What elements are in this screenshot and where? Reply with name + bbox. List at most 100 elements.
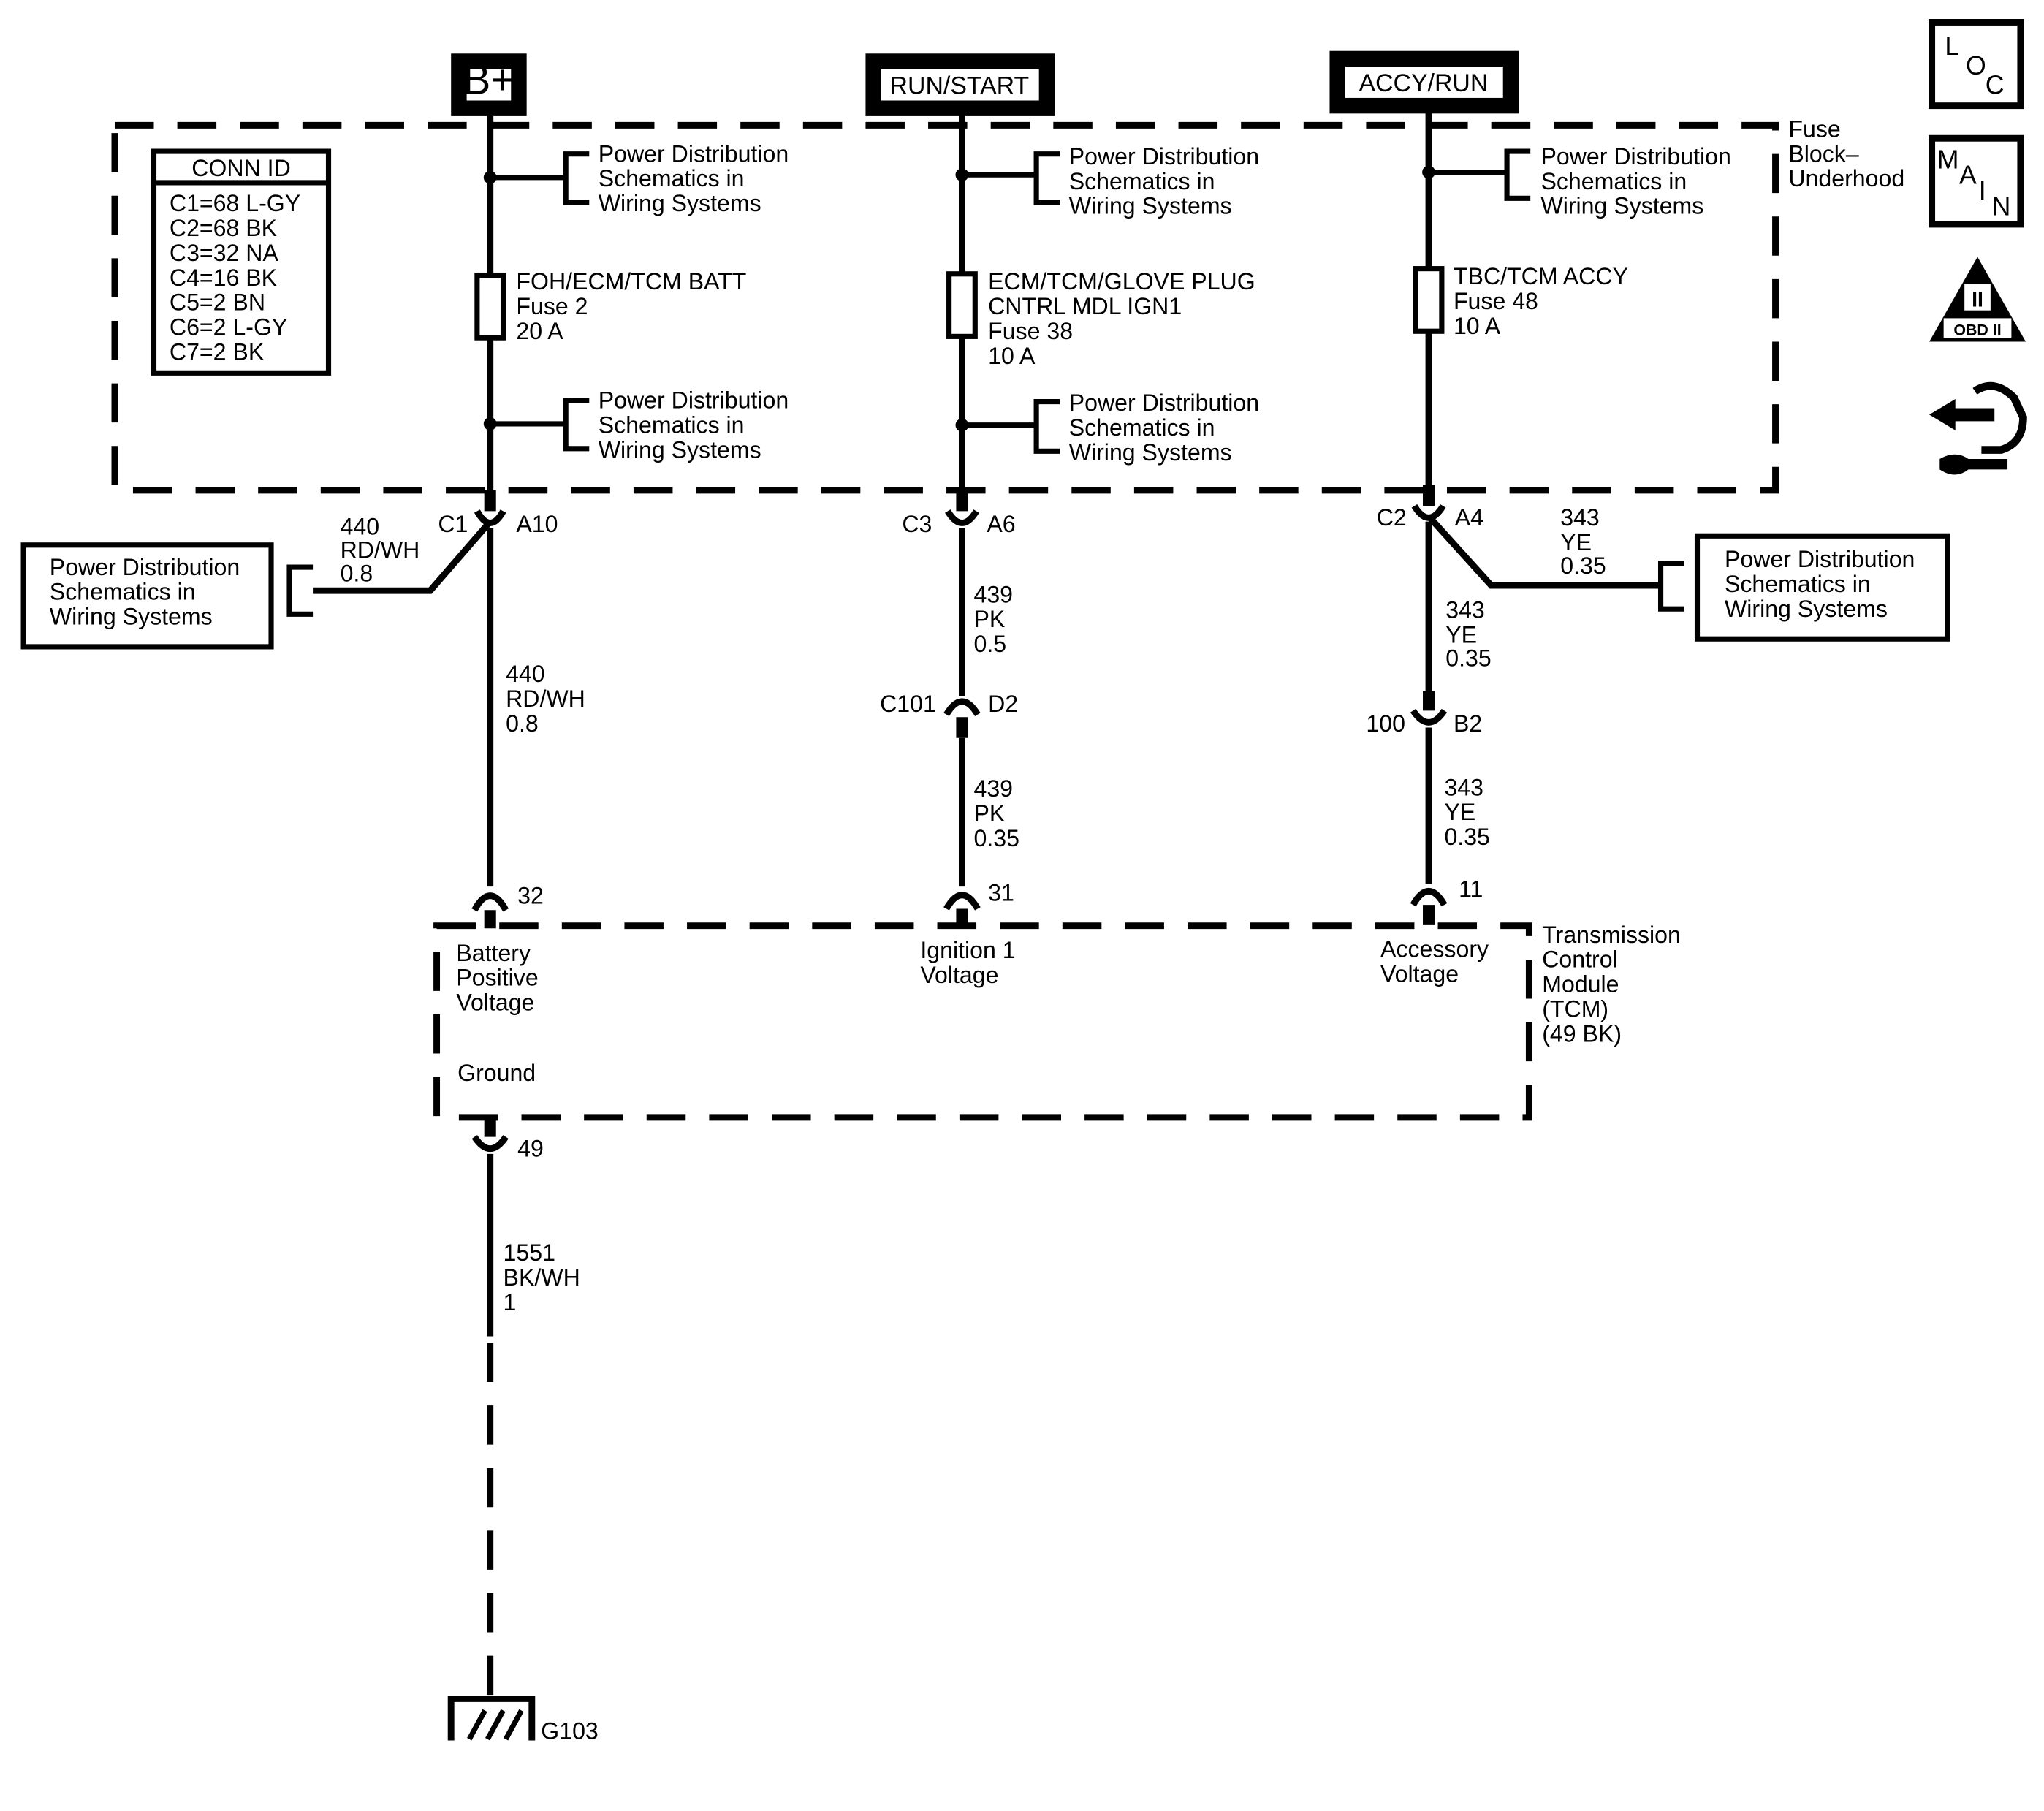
svg-text:C: C <box>1986 71 2005 100</box>
svg-text:Schematics in: Schematics in <box>1540 168 1687 194</box>
svg-text:Wiring Systems: Wiring Systems <box>1069 439 1232 466</box>
conn-id-row: C7=2 BK <box>170 338 265 365</box>
svg-text:0.35: 0.35 <box>1560 553 1606 579</box>
fuse-38-label: ECM/TCM/GLOVE PLUG CNTRL MDL IGN1 Fuse 3… <box>988 268 1255 369</box>
svg-text:Schematics in: Schematics in <box>1069 414 1215 441</box>
svg-text:Fuse: Fuse <box>1788 115 1840 142</box>
svg-text:Battery: Battery <box>456 940 531 966</box>
svg-text:PK: PK <box>973 606 1005 632</box>
svg-text:YE: YE <box>1444 799 1475 825</box>
svg-text:YE: YE <box>1445 622 1477 648</box>
svg-text:Wiring Systems: Wiring Systems <box>1069 193 1232 219</box>
pin-32-label: 32 <box>517 882 544 908</box>
fuse-48-symbol <box>1413 266 1445 334</box>
svg-text:Power Distribution: Power Distribution <box>1540 143 1730 170</box>
wire-343-mid-label: 343 YE 0.35 <box>1445 597 1491 672</box>
conn-id-row: C1=68 L-GY <box>170 190 300 216</box>
svg-text:343: 343 <box>1444 774 1483 800</box>
hand-wrench-icon[interactable] <box>1929 381 2027 475</box>
svg-text:RD/WH: RD/WH <box>341 537 420 563</box>
conn-id-table: CONN ID C1=68 L-GY C2=68 BK C3=32 NA C4=… <box>151 148 332 376</box>
svg-text:0.8: 0.8 <box>506 710 539 737</box>
svg-text:II: II <box>1972 288 1983 311</box>
svg-text:Block–: Block– <box>1788 140 1858 167</box>
svg-text:BK/WH: BK/WH <box>504 1264 580 1291</box>
connector-b2-label: B2 <box>1454 710 1482 737</box>
fuse-48-label: TBC/TCM ACCY Fuse 48 10 A <box>1454 263 1628 339</box>
svg-text:FOH/ECM/TCM BATT: FOH/ECM/TCM BATT <box>516 268 746 295</box>
svg-text:Schematics in: Schematics in <box>1725 571 1871 597</box>
connector-c1-label: C1 <box>438 511 468 537</box>
svg-text:0.35: 0.35 <box>973 825 1019 851</box>
tcm-ignition-input: Ignition 1 Voltage <box>920 937 1015 988</box>
svg-text:Fuse 48: Fuse 48 <box>1454 288 1538 314</box>
svg-text:RD/WH: RD/WH <box>506 686 585 712</box>
svg-text:Accessory: Accessory <box>1380 935 1489 962</box>
svg-text:(TCM): (TCM) <box>1542 996 1608 1022</box>
svg-text:Fuse 2: Fuse 2 <box>516 293 588 319</box>
circuit-battery <box>313 108 590 929</box>
wire-343-lower-label: 343 YE 0.35 <box>1444 774 1489 850</box>
svg-text:Wiring Systems: Wiring Systems <box>50 604 213 630</box>
tcm-ground: Ground <box>457 1060 536 1086</box>
pin-31-label: 31 <box>988 880 1014 906</box>
svg-text:Underhood: Underhood <box>1788 165 1904 191</box>
connector-c3-label: C3 <box>902 511 932 537</box>
svg-text:Schematics in: Schematics in <box>50 579 196 605</box>
svg-text:Module: Module <box>1542 971 1619 998</box>
tcm-battery-input: Battery Positive Voltage <box>456 940 538 1016</box>
svg-text:Transmission: Transmission <box>1542 922 1681 948</box>
obd-ii-icon[interactable]: II OBD II <box>1929 257 2026 342</box>
loc-icon[interactable]: L O C <box>1929 19 2024 110</box>
svg-text:Control: Control <box>1542 946 1617 973</box>
svg-text:10 A: 10 A <box>1454 313 1501 339</box>
svg-text:Schematics in: Schematics in <box>599 165 745 191</box>
svg-text:1: 1 <box>504 1289 517 1315</box>
tcm-accessory-input: Accessory Voltage <box>1380 935 1489 987</box>
svg-text:Power Distribution: Power Distribution <box>50 554 240 580</box>
svg-text:20 A: 20 A <box>516 318 563 344</box>
conn-id-row: C5=2 BN <box>170 289 265 316</box>
svg-text:Fuse 38: Fuse 38 <box>988 318 1073 344</box>
connector-a4-label: A4 <box>1455 504 1483 531</box>
svg-text:ECM/TCM/GLOVE PLUG: ECM/TCM/GLOVE PLUG <box>988 268 1255 295</box>
ground-circuit <box>447 1117 536 1741</box>
connector-a6-label: A6 <box>987 511 1015 537</box>
svg-text:TBC/TCM ACCY: TBC/TCM ACCY <box>1454 263 1628 289</box>
ground-g103-label: G103 <box>541 1718 599 1744</box>
conn-id-row: C4=16 BK <box>170 265 278 291</box>
svg-text:(49 BK): (49 BK) <box>1542 1020 1622 1047</box>
connector-a10-label: A10 <box>516 511 558 537</box>
fuse-block-outline <box>111 121 1779 494</box>
svg-text:PK: PK <box>973 800 1005 827</box>
power-dist-ref: Power Distribution Schematics in Wiring … <box>1069 390 1259 466</box>
svg-text:343: 343 <box>1560 504 1600 531</box>
power-dist-ref-box-left: Power Distribution Schematics in Wiring … <box>20 542 314 650</box>
svg-text:0.8: 0.8 <box>341 561 373 587</box>
connector-c2-label: C2 <box>1377 504 1407 531</box>
connector-d2-label: D2 <box>988 691 1018 717</box>
svg-text:YE: YE <box>1560 529 1592 555</box>
connector-c101-label: C101 <box>880 691 936 717</box>
tcm-outline <box>433 922 1532 1121</box>
svg-text:Wiring Systems: Wiring Systems <box>599 190 761 216</box>
wire-440-label: 440 RD/WH 0.8 <box>506 661 585 737</box>
svg-text:Power Distribution: Power Distribution <box>599 140 789 167</box>
fuse-2-label: FOH/ECM/TCM BATT Fuse 2 20 A <box>516 268 746 344</box>
circuit-accessory <box>1410 105 1661 925</box>
connector-100-label: 100 <box>1366 710 1405 737</box>
svg-text:Positive: Positive <box>456 965 538 991</box>
svg-text:10 A: 10 A <box>988 343 1036 369</box>
svg-text:440: 440 <box>506 661 545 687</box>
main-icon[interactable]: M A I N <box>1929 134 2024 228</box>
svg-text:O: O <box>1966 51 1986 80</box>
wire-343-branch-label: 343 YE 0.35 <box>1560 504 1606 579</box>
supply-run-start: RUN/START <box>865 53 1055 116</box>
pin-11-label: 11 <box>1459 876 1483 902</box>
pin-49-label: 49 <box>517 1135 544 1161</box>
svg-text:CNTRL MDL IGN1: CNTRL MDL IGN1 <box>988 293 1182 319</box>
svg-text:Voltage: Voltage <box>1380 960 1459 987</box>
svg-text:Wiring Systems: Wiring Systems <box>599 436 761 463</box>
fuse-2-symbol <box>474 272 506 341</box>
